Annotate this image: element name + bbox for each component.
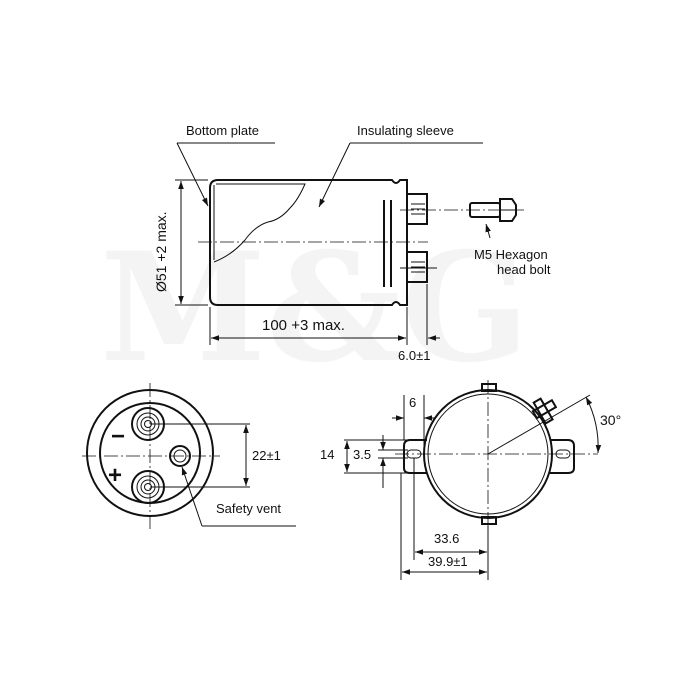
diameter-label: Ø51 +2 max. [153,211,169,292]
slot-width-label: 3.5 [353,447,371,462]
hex-bolt [469,198,517,222]
tab-right [550,439,575,474]
end-view: − + 22±1 Safety vent [82,383,296,530]
terminal-spacing-label: 22±1 [252,448,281,463]
length-label: 100 +3 max. [262,317,345,334]
slot-distance-label: 33.6 [434,531,459,546]
angle-label: 30° [600,412,621,428]
minus-sign: − [111,423,125,450]
insulating-sleeve-label: Insulating sleeve [357,123,454,138]
angle-arc [585,396,602,454]
tab-width-label: 6 [409,395,416,410]
safety-vent [169,445,191,467]
angle-line [487,394,591,455]
plus-sign: + [108,462,122,489]
watermark: M&G [100,220,530,396]
bolt-label-line1: M5 Hexagon [474,247,548,262]
sleeve-leader [318,142,351,208]
clamp-view: 30° 6 14 3.5 33.6 39.9±1 [320,380,621,580]
bolt-label-line2: head bolt [497,262,551,277]
clamp-screw [531,397,558,425]
tab-height-label: 14 [320,447,334,462]
bolt-leader [485,223,491,239]
tab-distance-label: 39.9±1 [428,554,468,569]
sleeve-cutaway [213,183,306,263]
terminal-top [406,193,428,225]
capacitor-body [209,179,408,306]
safety-vent-label: Safety vent [216,501,281,516]
terminal-bottom [406,251,428,283]
bottom-plate-label: Bottom plate [186,123,259,138]
bottom-plate-leader [176,142,209,207]
side-view: M5 Hexagon head bolt Bottom plate Insula… [153,123,551,363]
terminal-length-label: 6.0±1 [398,348,430,363]
